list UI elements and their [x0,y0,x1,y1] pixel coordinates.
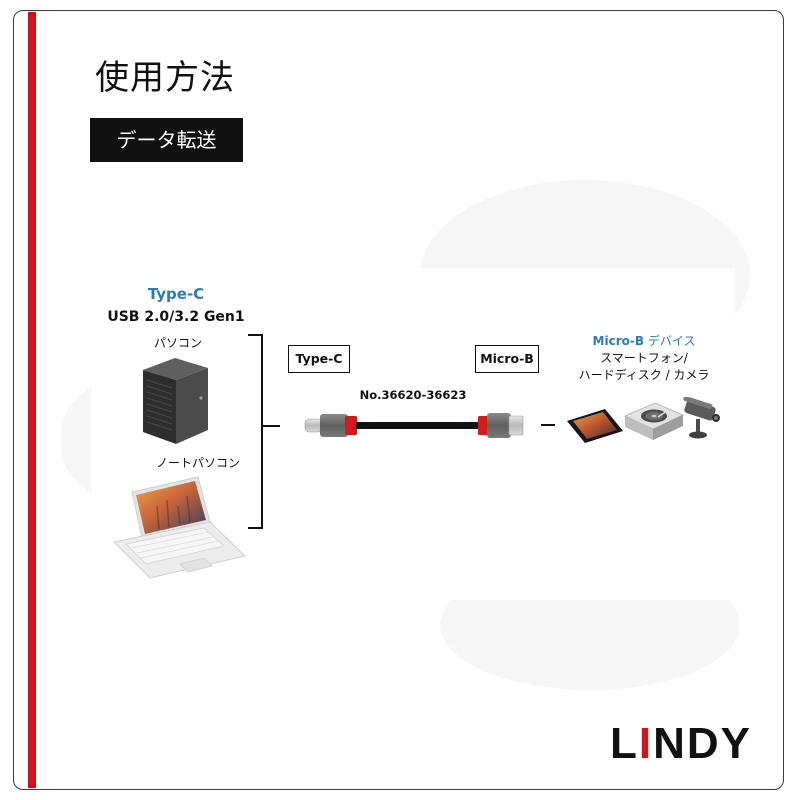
source-spec-label: USB 2.0/3.2 Gen1 [107,309,245,325]
tablet-icon [567,409,623,443]
laptop-icon [112,476,247,579]
desktop-label: パソコン [153,336,202,350]
desktop-pc-icon [143,358,208,444]
target-devices-line2: ハードディスク / カメラ [578,368,710,382]
target-type-suffix: デバイス [647,334,696,348]
logo-letters-ndy: NDY [653,719,753,768]
cable-model-number: No.36620-36623 [359,388,467,402]
red-accent-stripe [28,12,36,788]
connection-dash [541,424,555,426]
laptop-label: ノートパソコン [155,456,240,470]
source-bracket [248,334,280,529]
cable-left-end-label: Type-C [288,345,350,373]
cable-right-end-label: Micro-B [475,345,539,373]
target-devices-line1: スマートフォン/ [600,351,688,365]
source-type-label: Type-C [147,285,205,303]
lindy-logo: LINDY [610,722,752,766]
usb-cable-icon [304,413,524,438]
target-type-label: Micro-B [592,334,644,348]
camera-icon [683,397,720,439]
page-title: 使用方法 [95,58,235,98]
logo-letter-l: L [610,719,639,768]
hard-drive-icon [624,402,684,440]
mode-badge: データ転送 [90,118,243,162]
target-device-heading: Micro-B デバイス [558,333,730,350]
logo-letter-i: I [638,719,654,768]
